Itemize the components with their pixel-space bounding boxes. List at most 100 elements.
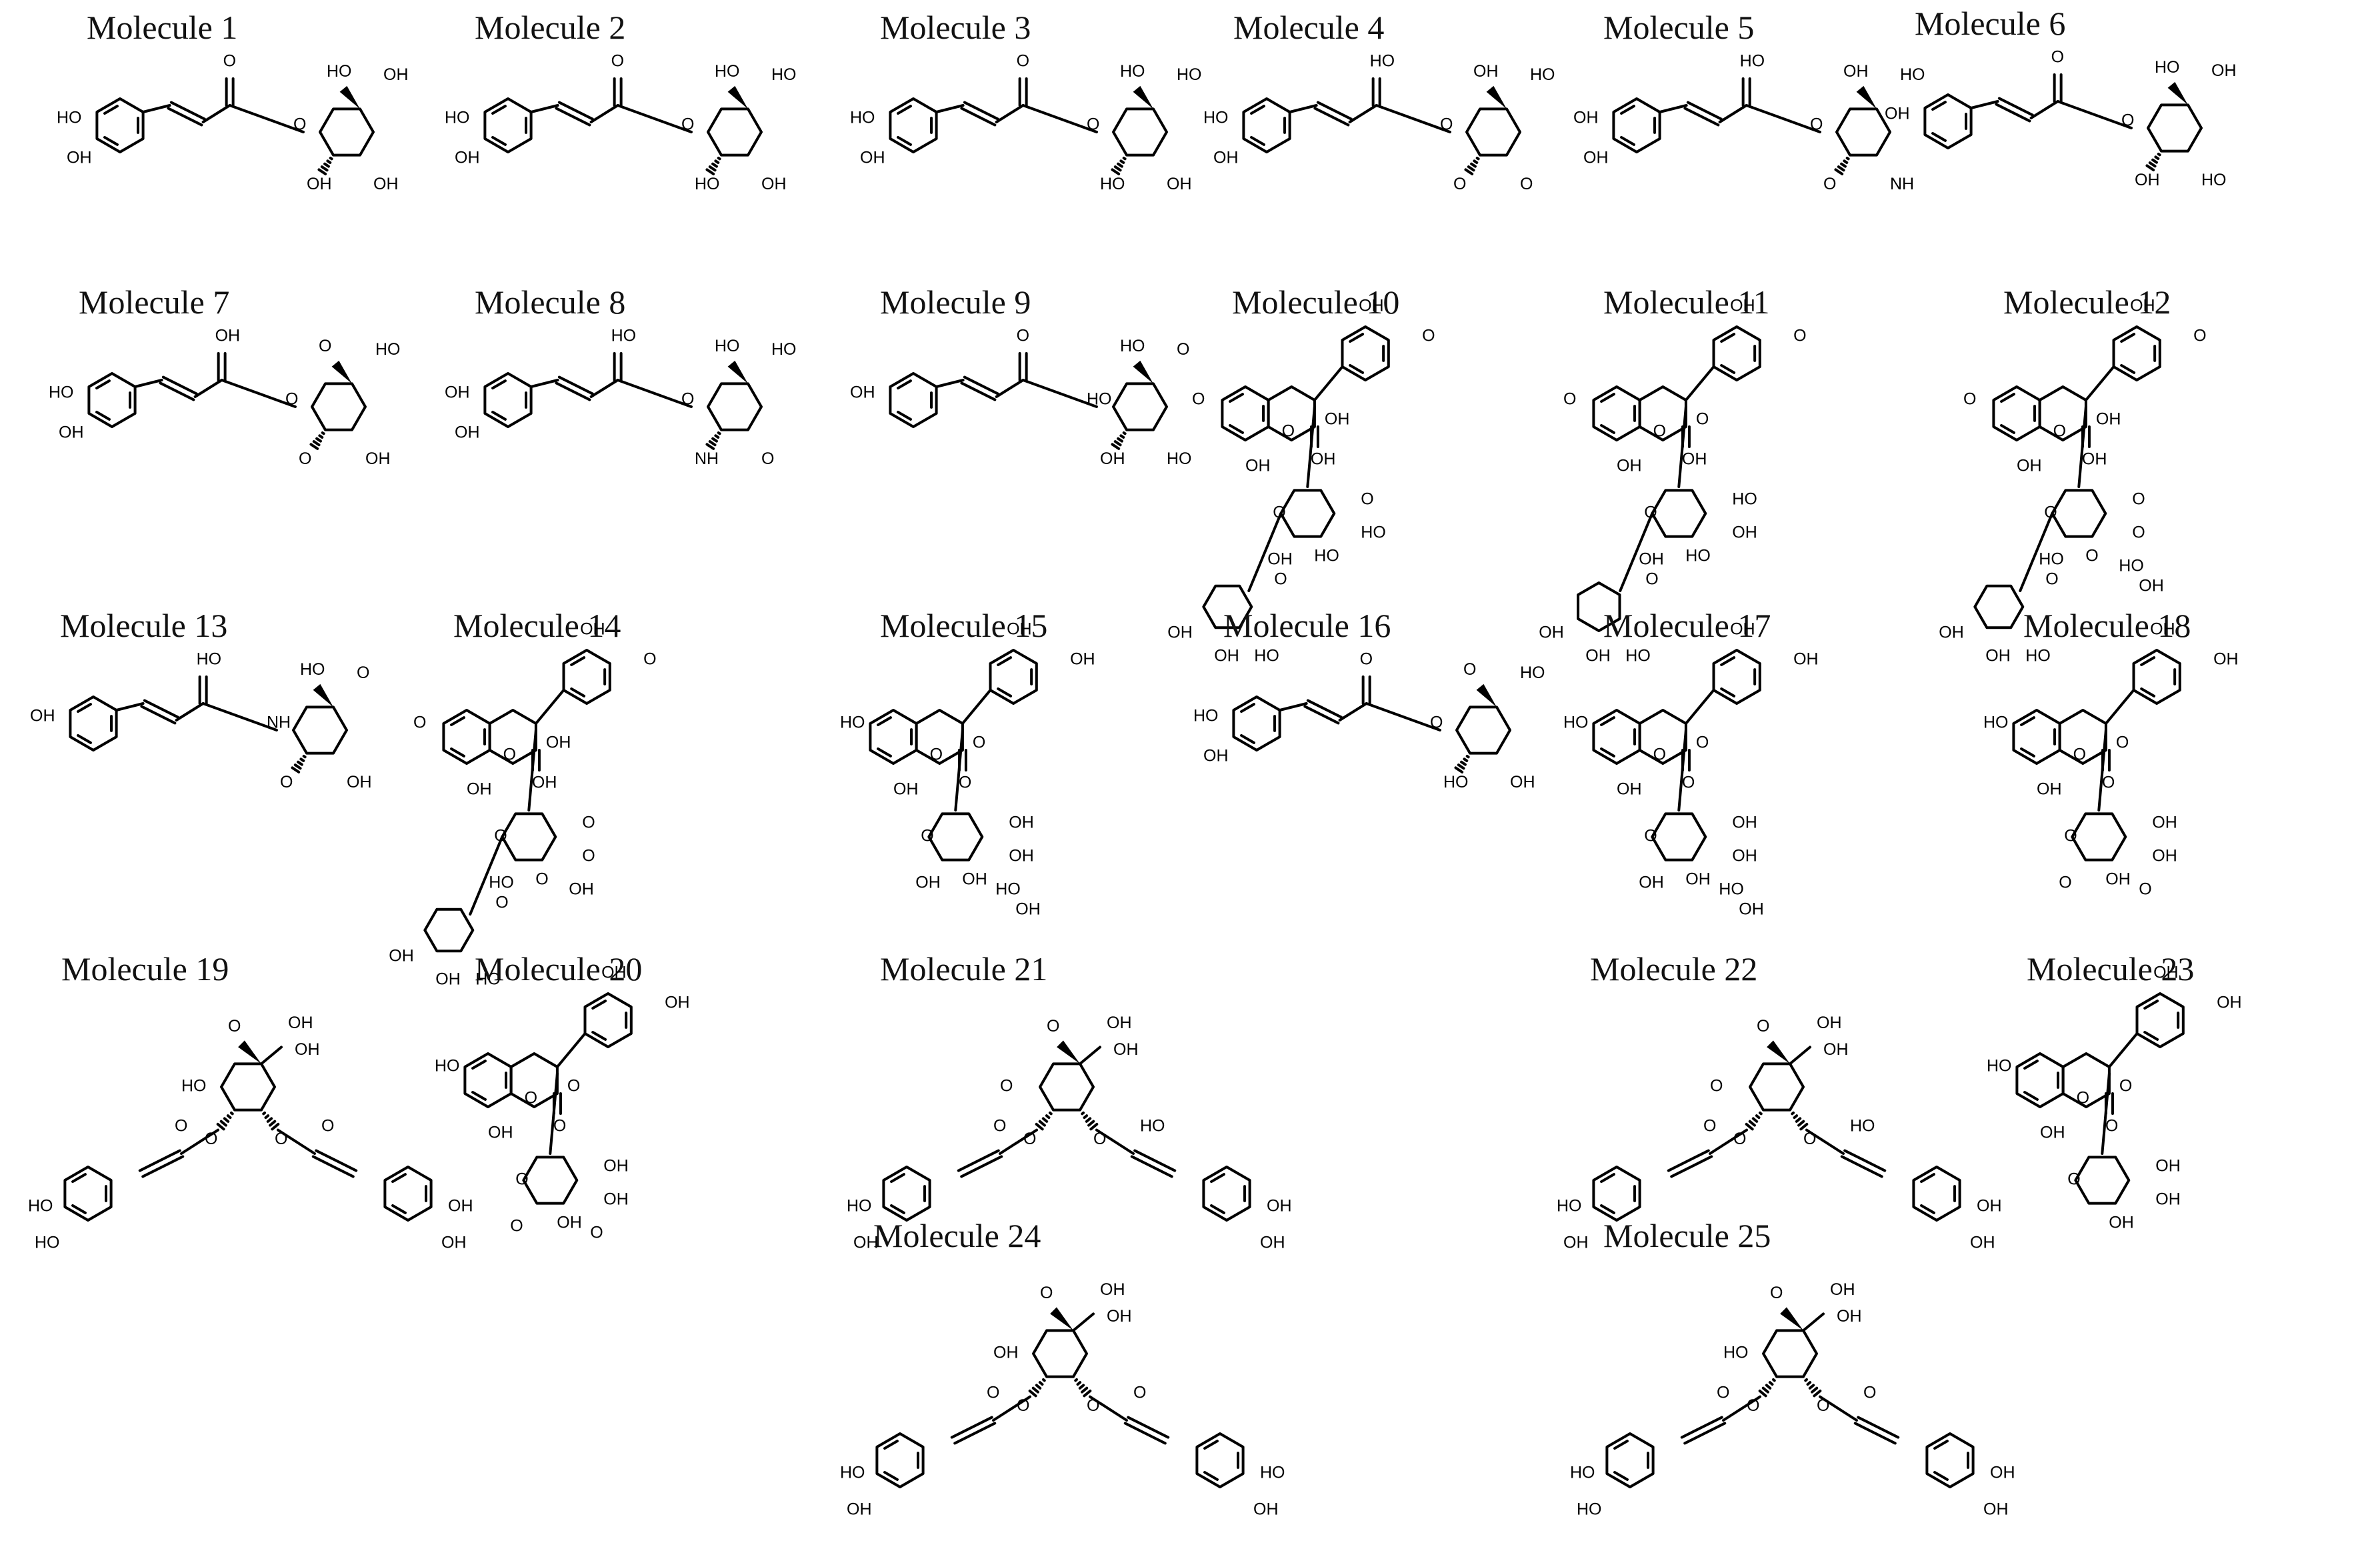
atom-label: HO xyxy=(1719,880,1744,899)
atom-label: O xyxy=(921,827,933,846)
atom-label: HO xyxy=(715,62,740,81)
atom-label: OH xyxy=(546,733,571,752)
atom-label: OH xyxy=(1167,175,1192,193)
b-ring xyxy=(2135,992,2185,1048)
second-sugar-ring xyxy=(1202,584,1253,629)
atom-label: OH xyxy=(59,423,84,442)
atom-label: OH xyxy=(1113,1040,1139,1059)
b-ring xyxy=(562,649,611,705)
double-bond xyxy=(1843,1149,1887,1172)
hash-bond xyxy=(1793,1114,1799,1120)
wedge-bond xyxy=(1780,1307,1803,1331)
atom-label: O xyxy=(1770,1284,1783,1302)
bond xyxy=(1709,1128,1748,1155)
atom-label: O xyxy=(503,745,516,764)
hash-bond xyxy=(1028,1389,1037,1398)
aromatic-bond xyxy=(77,733,92,744)
b-ring xyxy=(1712,649,1761,705)
atom-label: OH xyxy=(2135,171,2160,189)
aromatic-bond xyxy=(1600,1173,1615,1184)
atom-label: HO xyxy=(1120,62,1145,81)
bond xyxy=(1619,512,1654,592)
atom-label: HO xyxy=(2025,647,2051,665)
atom-label: HO xyxy=(1203,109,1229,127)
atom-label: O xyxy=(1093,1130,1106,1148)
bond xyxy=(201,104,231,123)
double-bond xyxy=(161,375,198,395)
molecule-label: Molecule 11 xyxy=(1603,283,1769,321)
atom-label: O xyxy=(2132,490,2145,509)
aromatic-bond xyxy=(450,716,465,727)
atom-label: OH xyxy=(1245,457,1271,475)
atom-label: OH xyxy=(215,327,241,345)
aromatic-bond xyxy=(77,703,92,713)
hash-bond xyxy=(1837,165,1845,172)
atom-label: OH xyxy=(2213,650,2239,669)
molecule-label: Molecule 19 xyxy=(61,950,229,988)
atom-label: O xyxy=(2044,503,2057,522)
atom-label: OH xyxy=(962,870,987,889)
aromatic-bond xyxy=(1250,135,1265,146)
bond xyxy=(1072,1312,1095,1332)
atom-label: O xyxy=(494,827,507,846)
hash-bond xyxy=(717,156,721,161)
hash-bond xyxy=(1834,168,1844,175)
double-bond xyxy=(1316,101,1353,121)
bond xyxy=(2104,689,2135,725)
atom-label: O xyxy=(2105,1117,2118,1136)
molecule-label: Molecule 20 xyxy=(475,950,642,988)
hash-bond xyxy=(1083,1389,1092,1398)
atom-label: OH xyxy=(1015,900,1041,919)
molecule-label: Molecule 14 xyxy=(453,607,621,644)
atom-label: OH xyxy=(1823,1040,1849,1059)
atom-label: O xyxy=(643,650,656,669)
atom-label: O xyxy=(611,52,624,71)
wedge-bond xyxy=(1856,85,1877,109)
double-bond xyxy=(1995,103,2031,123)
hash-bond xyxy=(317,168,327,175)
hash-bond xyxy=(266,1117,273,1123)
atom-label: OH xyxy=(295,1040,320,1059)
double-bond xyxy=(1133,1149,1177,1172)
double-bond xyxy=(1130,1155,1173,1178)
hash-bond xyxy=(1806,1381,1812,1386)
hash-bond xyxy=(1081,1111,1085,1116)
hash-bond xyxy=(329,156,333,161)
atom-label: O xyxy=(2132,523,2145,542)
atom-label: O xyxy=(280,773,293,792)
atom-label: OH xyxy=(1009,814,1034,832)
hash-bond xyxy=(1758,1389,1767,1398)
aromatic-bond xyxy=(997,656,1013,667)
aromatic-bond xyxy=(471,1090,487,1101)
hash-bond xyxy=(1119,434,1125,439)
aromatic-bond xyxy=(2120,363,2136,374)
atom-label: O xyxy=(293,115,306,134)
aromatic-bond xyxy=(71,1204,87,1214)
atom-label: O xyxy=(1703,1117,1716,1136)
atom-label: HO xyxy=(840,713,865,732)
atom-label: O xyxy=(567,1077,580,1096)
aromatic-bond xyxy=(491,379,507,390)
atom-label: OH xyxy=(1009,847,1034,866)
atom-label: OH xyxy=(1830,1280,1855,1299)
bond xyxy=(961,689,992,725)
molecule-label: Molecule 13 xyxy=(60,607,227,644)
aromatic-bond xyxy=(1203,1440,1219,1450)
atom-label: O xyxy=(2073,745,2086,764)
aromatic-bond xyxy=(570,687,586,697)
aromatic-bond xyxy=(1240,703,1255,713)
atom-label: OH xyxy=(1359,297,1384,315)
atom-label: OH xyxy=(850,383,875,402)
molecule-label: Molecule 23 xyxy=(2027,950,2194,988)
b-ring xyxy=(1341,325,1390,381)
sugar-ring xyxy=(1651,812,1707,862)
atom-label: OH xyxy=(1817,1014,1842,1032)
aromatic-bond xyxy=(491,105,507,115)
bond xyxy=(193,379,223,398)
atom-label: O xyxy=(2102,773,2115,792)
atom-label: HO xyxy=(2039,550,2064,569)
b-ring xyxy=(1712,325,1761,381)
